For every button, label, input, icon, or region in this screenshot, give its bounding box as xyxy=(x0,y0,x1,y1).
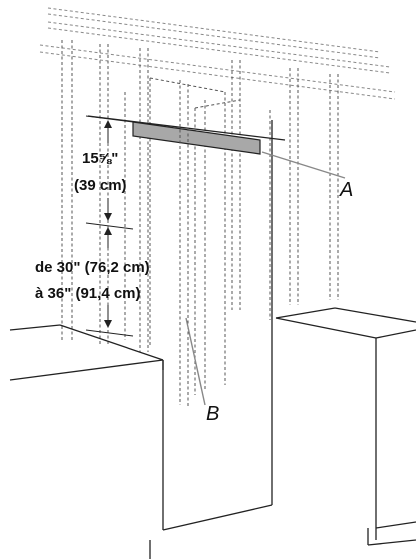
callout-a-label: A xyxy=(339,179,353,201)
left-countertop xyxy=(9,324,273,531)
dimension-lines xyxy=(85,115,134,337)
vent-duct-b xyxy=(179,80,189,408)
lower-range-label-line1: de 30" (76,2 cm) xyxy=(35,259,150,276)
leader-a xyxy=(261,151,346,179)
ceiling-framing xyxy=(39,7,396,352)
callout-b-label: B xyxy=(206,403,219,425)
lower-range-label-line2: à 36" (91,4 cm) xyxy=(35,285,141,302)
right-countertop xyxy=(275,307,416,546)
mounting-plate-a xyxy=(132,121,261,155)
upper-height-label: 15⅝" xyxy=(82,150,118,167)
chimney-outline xyxy=(124,77,271,395)
leader-b xyxy=(185,317,206,406)
upper-height-metric-label: (39 cm) xyxy=(74,177,127,194)
